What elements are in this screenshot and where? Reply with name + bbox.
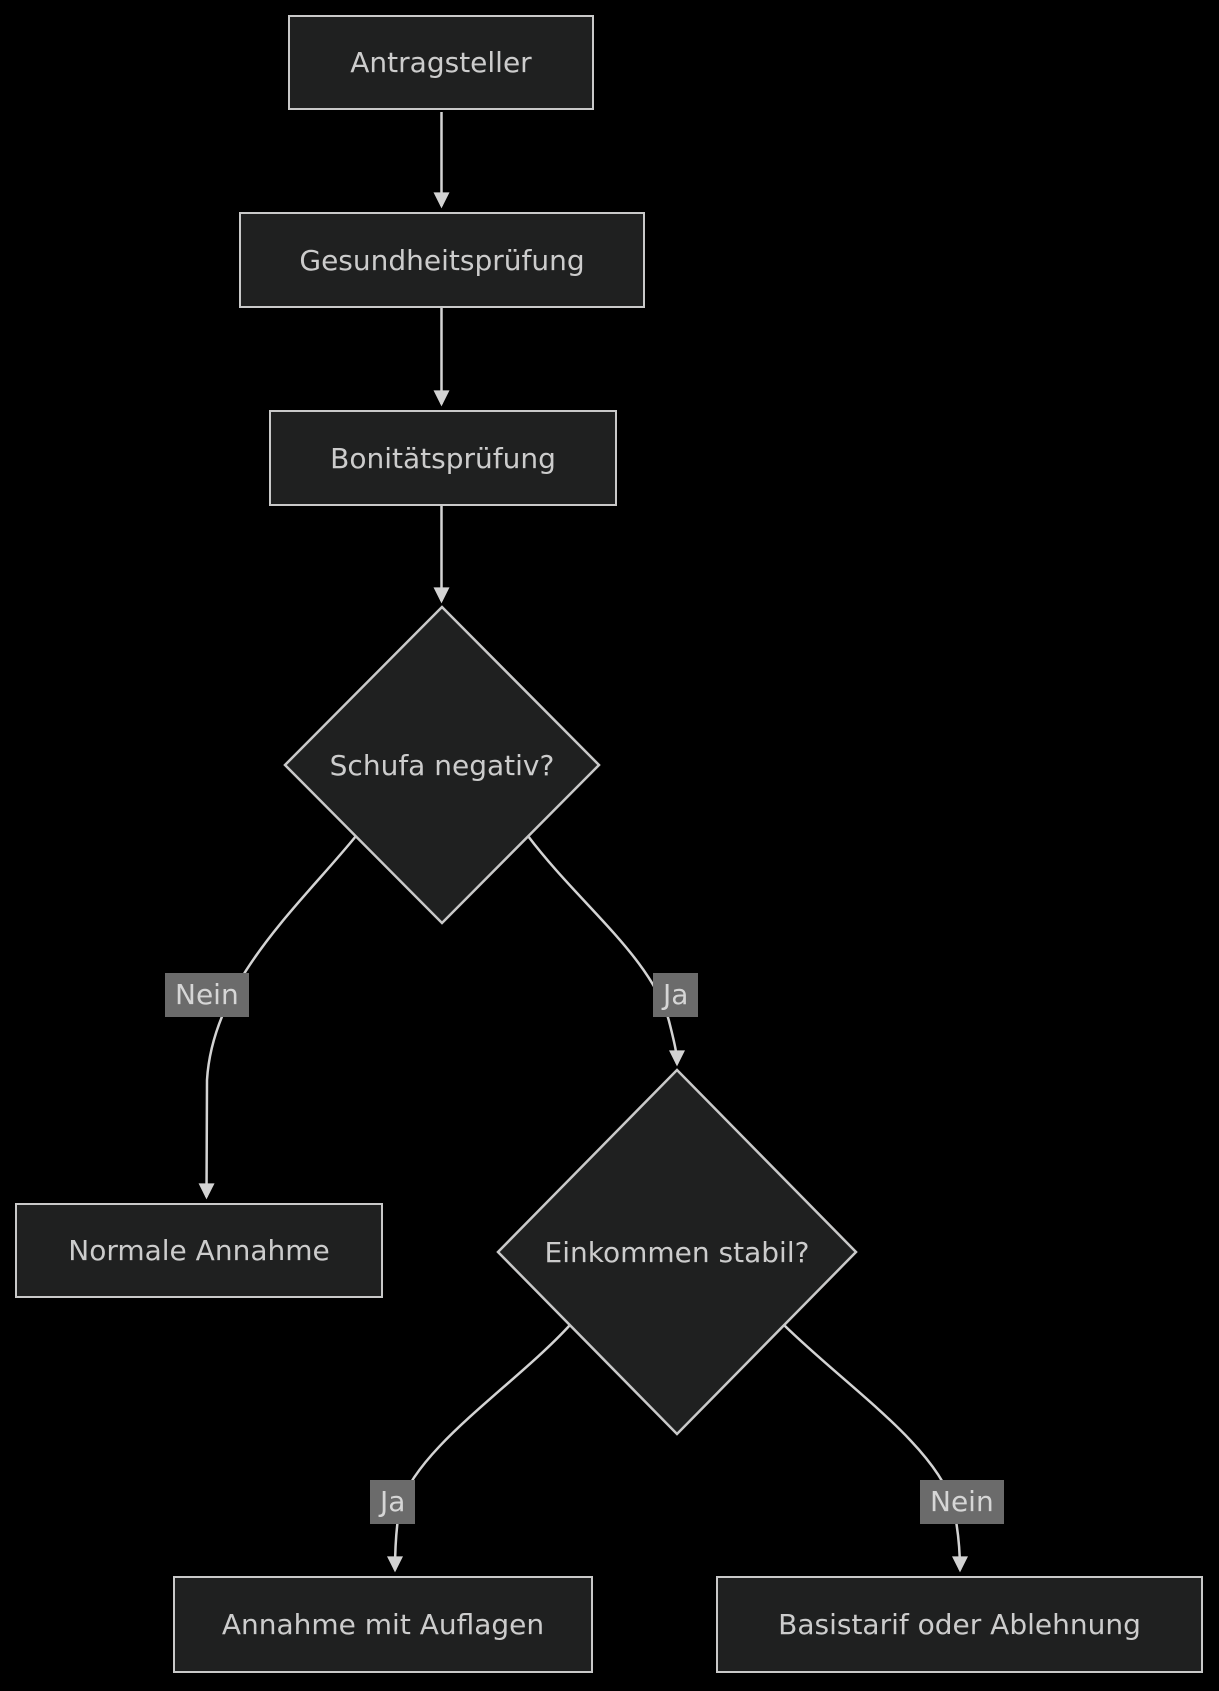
edge-label-einkommen-nein: Nein bbox=[920, 1480, 1004, 1524]
node-einkommen-stabil: Einkommen stabil? bbox=[527, 1230, 827, 1274]
edge-schufa-einkommen bbox=[527, 835, 685, 1067]
decision-schufa-shape bbox=[283, 605, 601, 925]
node-annahme-mit-auflagen-label: Annahme mit Auflagen bbox=[221, 1608, 545, 1641]
edge-label-schufa-ja: Ja bbox=[653, 973, 699, 1017]
node-schufa-negativ: Schufa negativ? bbox=[292, 743, 592, 787]
edge-label-schufa-nein: Nein bbox=[165, 973, 249, 1017]
edge-einkommen-basistarif bbox=[783, 1324, 968, 1573]
node-schufa-negativ-label: Schufa negativ? bbox=[329, 748, 555, 782]
node-antragsteller-label: Antragsteller bbox=[350, 46, 532, 79]
node-normale-annahme-label: Normale Annahme bbox=[68, 1234, 330, 1267]
node-normale-annahme: Normale Annahme bbox=[15, 1203, 383, 1298]
node-einkommen-stabil-label: Einkommen stabil? bbox=[544, 1235, 810, 1269]
node-gesundheitspruefung-label: Gesundheitsprüfung bbox=[299, 243, 585, 277]
node-annahme-mit-auflagen: Annahme mit Auflagen bbox=[173, 1576, 593, 1673]
edge-label-einkommen-ja: Ja bbox=[370, 1480, 416, 1524]
node-bonitaetspruefung-label: Bonitätsprüfung bbox=[330, 441, 556, 475]
node-basistarif-oder-ablehnung-label: Basistarif oder Ablehnung bbox=[778, 1608, 1141, 1641]
decision-einkommen-shape bbox=[496, 1068, 858, 1436]
node-gesundheitspruefung: Gesundheitsprüfung bbox=[239, 212, 645, 308]
edge-schufa-normale-annahme bbox=[198, 835, 357, 1200]
node-basistarif-oder-ablehnung: Basistarif oder Ablehnung bbox=[716, 1576, 1203, 1673]
node-bonitaetspruefung: Bonitätsprüfung bbox=[269, 410, 617, 506]
node-antragsteller: Antragsteller bbox=[288, 15, 594, 110]
edge-einkommen-annahme-mit-auflagen bbox=[387, 1324, 571, 1573]
